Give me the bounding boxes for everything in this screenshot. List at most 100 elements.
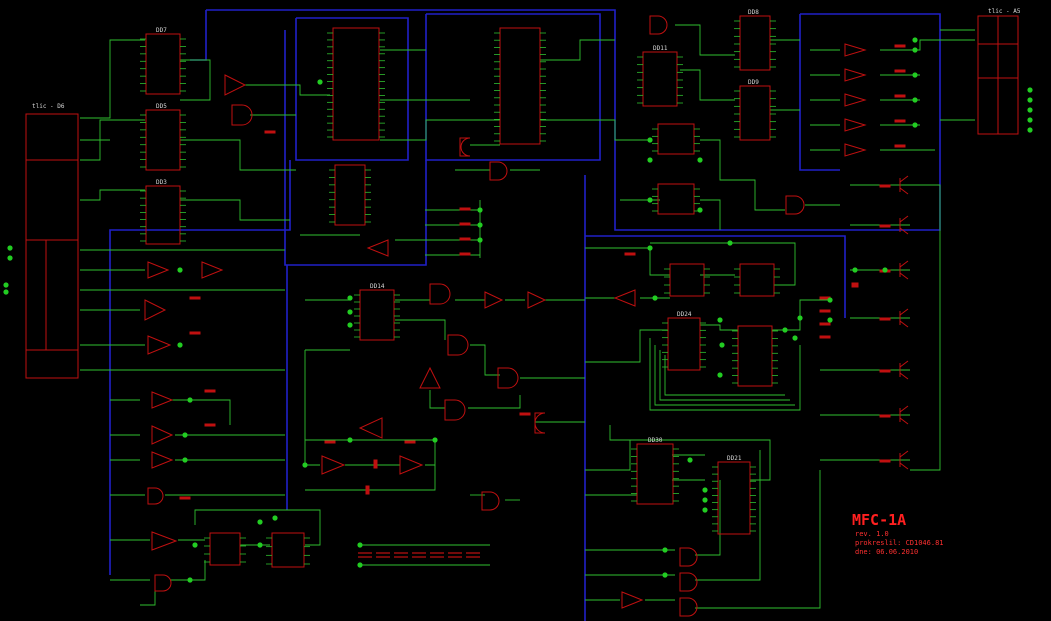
chip bbox=[652, 123, 700, 155]
transistor bbox=[899, 360, 909, 380]
junction-dot bbox=[302, 462, 308, 468]
chip-label: DD3 bbox=[156, 179, 167, 186]
inverter-gate bbox=[399, 455, 424, 475]
and-gate bbox=[649, 15, 668, 35]
junction-dot bbox=[647, 157, 653, 163]
inverter-gate bbox=[844, 68, 867, 82]
inverter-gate bbox=[527, 291, 547, 309]
and-gate bbox=[679, 572, 698, 592]
chip: DD8 bbox=[734, 9, 776, 71]
schematic-title: MFC-1A bbox=[852, 511, 906, 529]
chip: DD7 bbox=[140, 27, 186, 95]
inverter-gate bbox=[419, 366, 441, 389]
chip-label: DD9 bbox=[748, 79, 759, 86]
junction-dot bbox=[702, 497, 708, 503]
chip bbox=[664, 263, 710, 297]
chip-body bbox=[669, 263, 705, 297]
inverter-gate bbox=[147, 261, 170, 279]
inverter-gate bbox=[151, 531, 178, 551]
and-gate bbox=[497, 367, 519, 389]
inverter-gate bbox=[621, 591, 644, 609]
inverter-gate bbox=[844, 118, 867, 132]
inverter-gate bbox=[844, 143, 867, 157]
transistor bbox=[899, 260, 909, 280]
junction-dot bbox=[192, 542, 198, 548]
inverter-gate bbox=[844, 43, 867, 57]
logic-gates bbox=[144, 15, 867, 617]
junction-dot bbox=[3, 289, 9, 295]
and-gate bbox=[534, 412, 546, 434]
chip-body bbox=[359, 289, 395, 341]
chip-body bbox=[667, 317, 701, 371]
chip-body bbox=[334, 164, 366, 226]
junction-dot bbox=[182, 432, 188, 438]
bus-lines bbox=[109, 9, 941, 621]
junction-dot bbox=[717, 317, 723, 323]
junction-dot bbox=[647, 245, 653, 251]
chip-body bbox=[145, 185, 181, 245]
junction-dot bbox=[1027, 97, 1033, 103]
junction-dot bbox=[477, 207, 483, 213]
title-block: MFC-1A rev. 1.0 prokreslil: CD1046.81 dn… bbox=[852, 511, 944, 556]
inverter-gate bbox=[151, 425, 174, 445]
chip-label: DD24 bbox=[677, 311, 692, 318]
chip: DD14 bbox=[354, 283, 400, 341]
and-gate bbox=[679, 597, 698, 617]
chip-body bbox=[642, 51, 678, 107]
chip: DD9 bbox=[734, 79, 776, 141]
chip-body bbox=[499, 27, 541, 145]
junction-dot bbox=[727, 240, 733, 246]
junction-dot bbox=[477, 237, 483, 243]
transistors bbox=[899, 175, 909, 470]
junction-dot bbox=[912, 47, 918, 53]
junction-dot bbox=[317, 79, 323, 85]
junction-dot bbox=[347, 295, 353, 301]
inverter-gate bbox=[151, 391, 174, 409]
and-gate bbox=[459, 137, 471, 157]
connector-left: tlic - D6 bbox=[25, 103, 79, 379]
and-gate bbox=[444, 399, 466, 421]
junction-dot bbox=[432, 437, 438, 443]
chip bbox=[327, 27, 385, 141]
chip: DD30 bbox=[631, 437, 679, 505]
junction-dot bbox=[782, 327, 788, 333]
junction-dot bbox=[347, 437, 353, 443]
junction-dot bbox=[347, 309, 353, 315]
date-text: dne: 06.06.2010 bbox=[855, 548, 918, 556]
transistor bbox=[899, 308, 909, 328]
chip-body bbox=[657, 183, 695, 215]
junction-dot bbox=[702, 487, 708, 493]
connector-right-label: tlic - A5 bbox=[988, 8, 1021, 15]
junction-dot bbox=[357, 562, 363, 568]
and-gate bbox=[231, 104, 253, 126]
junction-dot bbox=[1027, 87, 1033, 93]
junction-dot bbox=[177, 342, 183, 348]
junction-dot bbox=[827, 297, 833, 303]
junction-dot bbox=[7, 255, 13, 261]
chip-body bbox=[717, 461, 751, 535]
inverter-gate bbox=[201, 261, 224, 279]
inverter-gate bbox=[366, 239, 389, 257]
transistor bbox=[899, 405, 909, 425]
inverter-gate bbox=[147, 335, 172, 355]
revision-text: rev. 1.0 bbox=[855, 530, 889, 538]
chip-label: DD11 bbox=[653, 45, 668, 52]
chip-body bbox=[271, 532, 305, 568]
chip bbox=[652, 183, 700, 215]
inverter-gate bbox=[484, 291, 504, 309]
chip bbox=[732, 325, 778, 387]
inverter-gate bbox=[844, 93, 867, 107]
junction-dot bbox=[347, 322, 353, 328]
junction-dot bbox=[662, 547, 668, 553]
inverter-gate bbox=[358, 417, 383, 439]
chip-label: DD5 bbox=[156, 103, 167, 110]
junction-dot bbox=[717, 372, 723, 378]
chip-body bbox=[657, 123, 695, 155]
chip-label: DD14 bbox=[370, 283, 385, 290]
inverter-gate bbox=[151, 451, 174, 469]
chip bbox=[204, 532, 246, 566]
junction-dot bbox=[187, 577, 193, 583]
junction-dot bbox=[912, 122, 918, 128]
